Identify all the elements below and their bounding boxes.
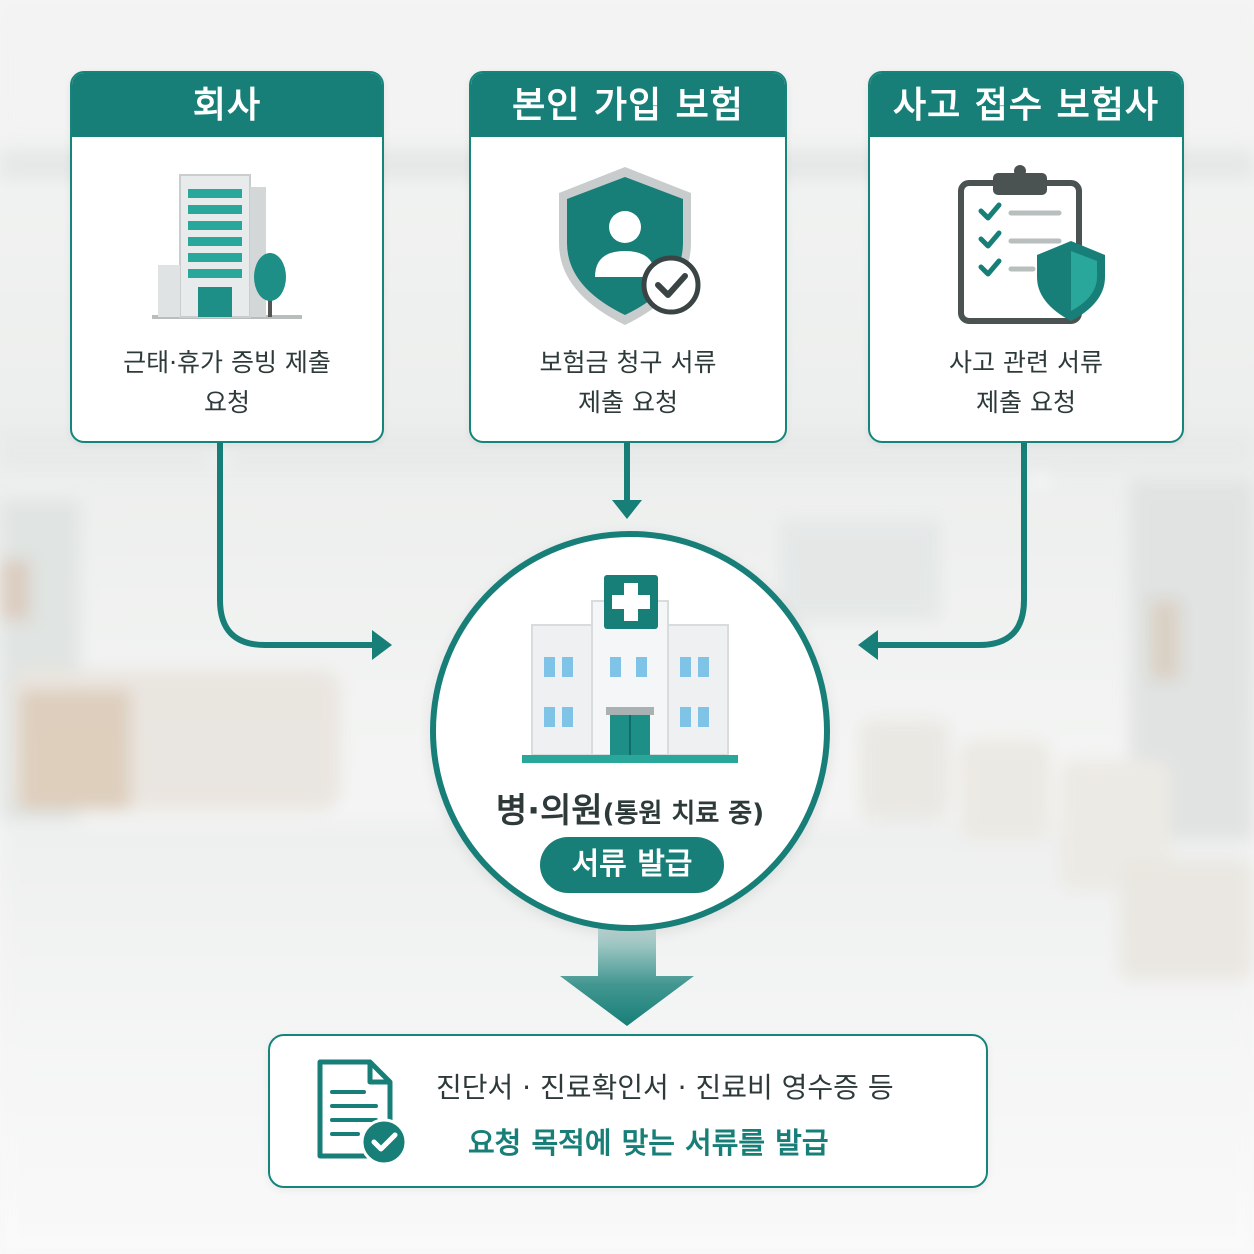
arrowhead-right [372, 630, 392, 660]
card-line: 사고 관련 서류 [949, 348, 1103, 377]
shield-person-check-icon [471, 165, 785, 333]
card-line: 보험금 청구 서류 [539, 348, 717, 377]
result-box: 진단서 · 진료확인서 · 진료비 영수증 등 요청 목적에 맞는 서류를 발급 [268, 1034, 988, 1188]
card-description: 보험금 청구 서류 제출 요청 [471, 343, 785, 423]
company-card: 회사 근태·휴가 증빙 제출 요청 [70, 71, 384, 443]
own-insurance-card: 본인 가입 보험 보험금 청구 서류 제출 요청 [469, 71, 787, 443]
issue-purpose-text: 요청 목적에 맞는 서류를 발급 [468, 1126, 829, 1160]
document-check-icon [317, 1059, 408, 1166]
card-line: 근태·휴가 증빙 제출 [123, 348, 331, 377]
hospital-subtitle: (통원 치료 중) [602, 799, 765, 829]
hospital-icon [522, 575, 738, 763]
card-description: 사고 관련 서류 제출 요청 [870, 343, 1182, 423]
down-arrow [560, 922, 694, 1026]
clipboard-shield-icon [870, 165, 1182, 333]
card-line: 제출 요청 [578, 388, 678, 417]
card-title: 사고 접수 보험사 [870, 73, 1182, 137]
issue-documents-badge: 서류 발급 [540, 837, 724, 893]
card-line: 제출 요청 [976, 388, 1076, 417]
card-line: 요청 [203, 388, 250, 417]
card-title: 회사 [72, 73, 382, 137]
document-types-text: 진단서 · 진료확인서 · 진료비 영수증 등 [436, 1071, 894, 1104]
hospital-name: 병·의원 [495, 791, 603, 831]
arrow-company-to-hospital [217, 439, 381, 648]
arrow-insurer-to-hospital [869, 439, 1027, 648]
hospital-title: 병·의원(통원 치료 중) [436, 783, 824, 832]
office-building-icon [72, 165, 382, 333]
hospital-circle: 병·의원(통원 치료 중) 서류 발급 [430, 531, 830, 931]
arrowhead-left [858, 630, 878, 660]
card-title: 본인 가입 보험 [471, 73, 785, 137]
accident-insurer-card: 사고 접수 보험사 사고 관련 서류 제출 요청 [868, 71, 1184, 443]
arrowhead-down [612, 500, 642, 519]
card-description: 근태·휴가 증빙 제출 요청 [72, 343, 382, 423]
